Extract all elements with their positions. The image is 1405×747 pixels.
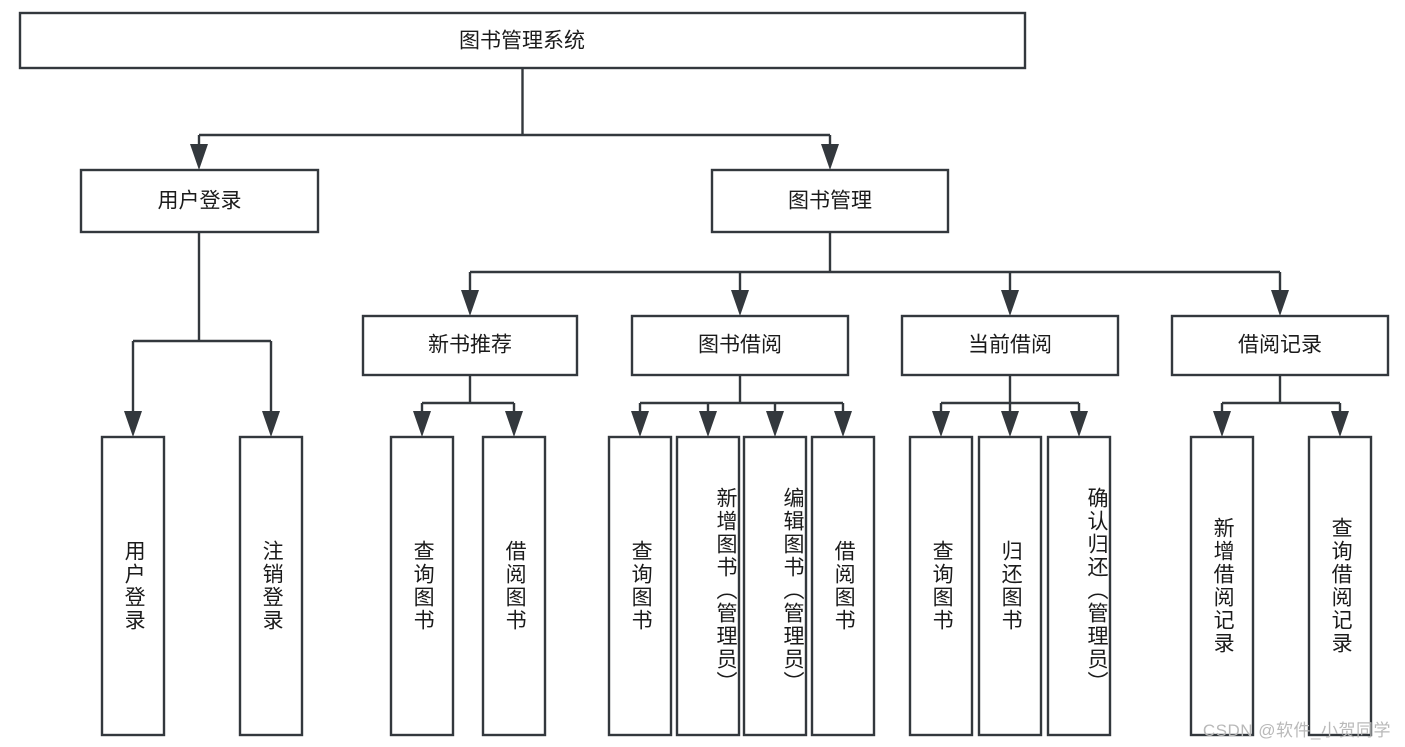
arrowhead-borrow-leaf-1 [631, 411, 649, 437]
node-user-login-box[interactable] [79, 168, 320, 234]
arrowhead-root-to-login [190, 144, 208, 170]
connector-group-new-book-recommend [413, 375, 523, 437]
leaf-box-borrow-book[interactable] [810, 435, 876, 737]
arrowhead-newbook-leaf-2 [505, 411, 523, 437]
connector-group-root [190, 68, 839, 170]
leaf-box-add-borrow-record[interactable] [1189, 435, 1255, 737]
arrowhead-borrow-leaf-2 [699, 411, 717, 437]
node-user-login-label: 用户登录 [158, 190, 242, 213]
arrowhead-root-to-bookmgmt [821, 144, 839, 170]
leaf-box-edit-book-admin[interactable] [742, 435, 808, 737]
connector-group-current-borrow [932, 375, 1088, 437]
connector-group-book-borrow [631, 375, 852, 437]
node-borrow-record-label: 借阅记录 [1238, 334, 1322, 357]
leaf-box-confirm-return-admin[interactable] [1046, 435, 1112, 737]
node-current-borrow-box[interactable] [900, 314, 1120, 377]
arrowhead-borrow-leaf-4 [834, 411, 852, 437]
connector-group-user-login [124, 232, 280, 437]
leaf-box-query-book-current[interactable] [908, 435, 974, 737]
leaf-box-add-book-admin[interactable] [675, 435, 741, 737]
arrowhead-current-leaf-3 [1070, 411, 1088, 437]
node-root-label: 图书管理系统 [459, 30, 585, 53]
node-user-login[interactable]: 用户登录 [79, 168, 320, 234]
node-current-borrow[interactable]: 当前借阅 [900, 314, 1120, 377]
node-borrow-record-box[interactable] [1170, 314, 1390, 377]
node-root-box[interactable] [18, 11, 1027, 70]
arrowhead-login-leaf-1 [124, 411, 142, 437]
node-new-book-recommend-label: 新书推荐 [428, 334, 512, 357]
node-book-borrow-label: 图书借阅 [698, 334, 782, 357]
arrowhead-current-leaf-1 [932, 411, 950, 437]
leaf-box-group [100, 435, 1373, 737]
leaf-box-borrow-book-recommend[interactable] [481, 435, 547, 737]
node-book-management-box[interactable] [710, 168, 950, 234]
leaf-box-user-login[interactable] [100, 435, 166, 737]
node-book-management-label: 图书管理 [788, 190, 872, 213]
node-new-book-recommend-box[interactable] [361, 314, 579, 377]
node-book-borrow-box[interactable] [630, 314, 850, 377]
csdn-watermark: CSDN @软件_小贺同学 [1202, 721, 1391, 740]
arrowhead-bookmgmt-child-1 [461, 290, 479, 316]
arrowhead-borrow-leaf-3 [766, 411, 784, 437]
node-current-borrow-label: 当前借阅 [968, 334, 1052, 357]
arrowhead-bookmgmt-child-4 [1271, 290, 1289, 316]
arrowhead-bookmgmt-child-2 [731, 290, 749, 316]
arrowhead-current-leaf-2 [1001, 411, 1019, 437]
leaf-box-logout-login[interactable] [238, 435, 304, 737]
connector-group-borrow-record [1213, 375, 1349, 437]
arrowhead-bookmgmt-child-3 [1001, 290, 1019, 316]
leaf-box-query-book-recommend[interactable] [389, 435, 455, 737]
node-new-book-recommend[interactable]: 新书推荐 [361, 314, 579, 377]
node-book-management[interactable]: 图书管理 [710, 168, 950, 234]
leaf-box-return-book[interactable] [977, 435, 1043, 737]
arrowhead-record-leaf-1 [1213, 411, 1231, 437]
node-book-borrow[interactable]: 图书借阅 [630, 314, 850, 377]
leaf-box-query-book-borrow[interactable] [607, 435, 673, 737]
node-root-system[interactable]: 图书管理系统 [18, 11, 1027, 70]
arrowhead-newbook-leaf-1 [413, 411, 431, 437]
leaf-box-query-borrow-record[interactable] [1307, 435, 1373, 737]
arrowhead-record-leaf-2 [1331, 411, 1349, 437]
arrowhead-login-leaf-2 [262, 411, 280, 437]
connector-group-book-management [461, 232, 1289, 316]
node-borrow-record[interactable]: 借阅记录 [1170, 314, 1390, 377]
